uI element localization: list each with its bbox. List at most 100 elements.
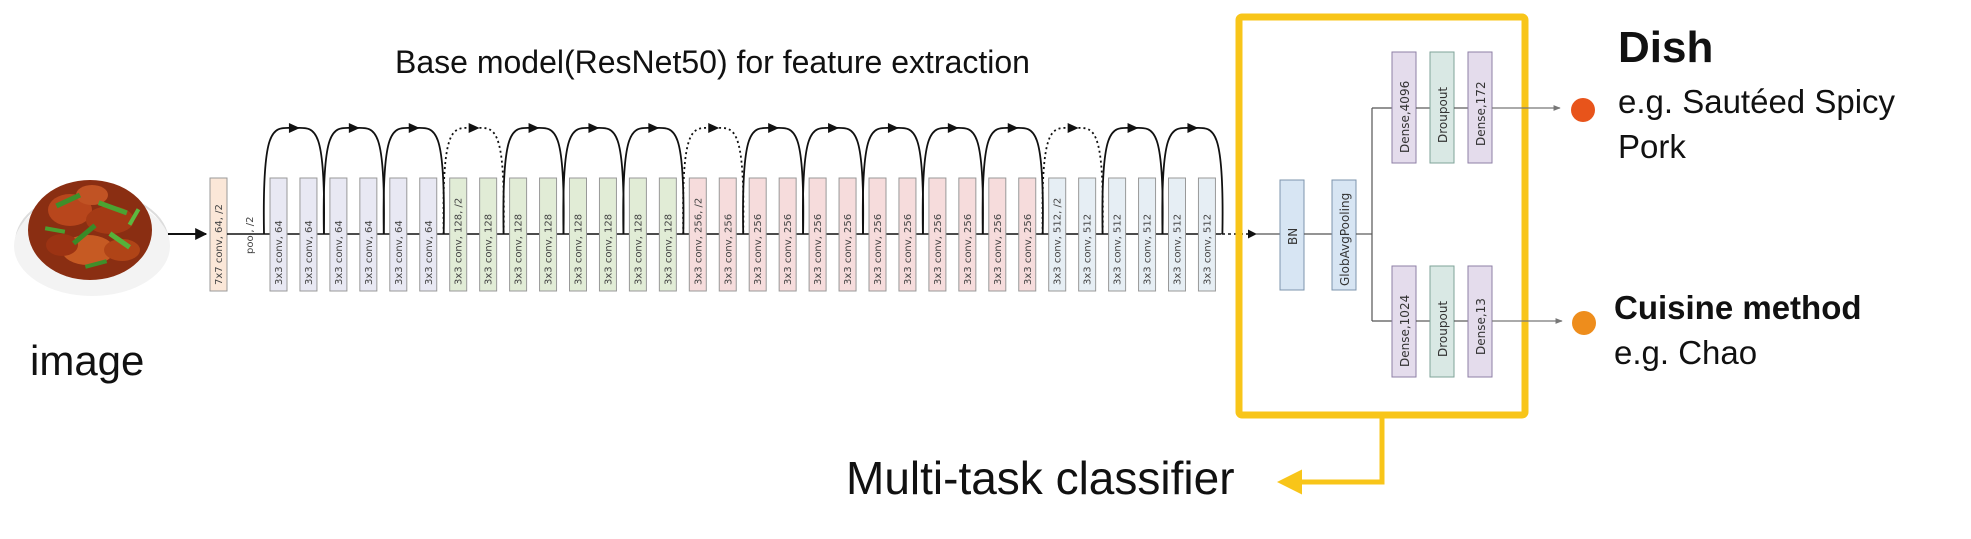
cuisine-dense-label-1: Dense,1024 <box>1398 295 1412 367</box>
dish-output-dot <box>1571 98 1595 122</box>
pool-label: pool, /2 <box>245 217 256 254</box>
backbone-layer: 3x3 conv, 64 <box>389 177 408 292</box>
backbone-layer-label: 3x3 conv, 128 <box>514 214 525 285</box>
backbone-layer-box <box>1078 177 1097 292</box>
classifier-pointer-arrow <box>1277 415 1385 495</box>
backbone-layer-box <box>419 177 438 292</box>
skip-arrowhead <box>1187 123 1199 133</box>
backbone-layer-label: 3x3 conv, 256 <box>873 214 884 285</box>
backbone-layer-label: 3x3 conv, 128 <box>574 214 585 285</box>
backbone-layer-label: 3x3 conv, 256 <box>753 214 764 285</box>
backbone-layer-box <box>778 177 797 292</box>
image-label: image <box>30 337 144 384</box>
backbone-layer: 3x3 conv, 256 <box>898 177 917 292</box>
backbone-layer-label: 3x3 conv, 256 <box>813 214 824 285</box>
backbone-layer-label: 3x3 conv, 64 <box>424 220 435 285</box>
backbone-layer: 3x3 conv, 512 <box>1108 177 1127 292</box>
backbone-layer-box <box>479 177 498 292</box>
skip-arrowhead <box>887 123 899 133</box>
backbone-layer-box <box>269 177 288 292</box>
backbone-layer-box <box>748 177 767 292</box>
backbone-layer-label: 3x3 conv, 128 <box>603 214 614 285</box>
backbone-layer-label: 3x3 conv, 256 <box>963 214 974 285</box>
backbone-layer: 3x3 conv, 256 <box>808 177 827 292</box>
dish-dense-layer-1 <box>1391 51 1417 164</box>
skip-arrowhead <box>828 123 840 133</box>
skip-arrowhead <box>288 123 300 133</box>
backbone-layer-label: 3x3 conv, 64 <box>304 220 315 285</box>
backbone-layer-label: 3x3 conv, 256 <box>993 214 1004 285</box>
backbone-layer-label: 3x3 conv, 128 <box>633 214 644 285</box>
dish-dense-label-1: Dense,4096 <box>1398 81 1412 153</box>
backbone-layer: 3x3 conv, 128 <box>598 177 617 292</box>
dish-example-line2: Pork <box>1618 128 1686 165</box>
backbone-layer: 3x3 conv, 128 <box>658 177 677 292</box>
skip-arrowhead <box>1007 123 1019 133</box>
backbone-layer-box <box>988 177 1007 292</box>
backbone-layer: 3x3 conv, 256 <box>718 177 737 292</box>
backbone-layer-label: 3x3 conv, 512 <box>1113 214 1124 285</box>
dish-dropout-label: Droupout <box>1436 87 1450 143</box>
skip-arrowhead <box>348 123 360 133</box>
backbone-layer: 3x3 conv, 128, /2 <box>449 177 468 292</box>
cuisine-title: Cuisine method <box>1614 289 1862 326</box>
classifier-caption: Multi-task classifier <box>846 452 1235 504</box>
skip-arrowhead <box>408 123 420 133</box>
backbone-layer: 3x3 conv, 256 <box>748 177 767 292</box>
backbone-layer: 3x3 conv, 512 <box>1078 177 1097 292</box>
backbone-layer-box <box>658 177 677 292</box>
backbone-layer-box <box>299 177 318 292</box>
backbone-layer-label: 3x3 conv, 256 <box>903 214 914 285</box>
backbone-layer-label: 3x3 conv, 512 <box>1173 214 1184 285</box>
skip-arrowhead <box>1067 123 1079 133</box>
backbone-layer: 3x3 conv, 64 <box>269 177 288 292</box>
cuisine-dense-label-2: Dense,13 <box>1474 298 1488 355</box>
backbone-layer-label: 3x3 conv, 512 <box>1202 214 1213 285</box>
backbone-layer-box <box>868 177 887 292</box>
skip-arrowhead <box>768 123 780 133</box>
stem-layer: 7x7 conv, 64, /2 <box>209 177 228 292</box>
backbone-layer-box <box>898 177 917 292</box>
dish-example-line1: e.g. Sautéed Spicy <box>1618 83 1896 120</box>
backbone-layer-label: 3x3 conv, 256, /2 <box>693 198 704 285</box>
backbone-layer-label: 3x3 conv, 256 <box>783 214 794 285</box>
skip-arrowhead <box>588 123 600 133</box>
backbone-layer-label: 3x3 conv, 256 <box>843 214 854 285</box>
backbone-layer-label: 3x3 conv, 128, /2 <box>454 198 465 285</box>
backbone-layer: 3x3 conv, 64 <box>329 177 348 292</box>
backbone-layer-label: 3x3 conv, 64 <box>364 220 375 285</box>
backbone-layer: 3x3 conv, 128 <box>628 177 647 292</box>
backbone-layer: 3x3 conv, 256 <box>838 177 857 292</box>
dish-title: Dish <box>1618 23 1713 72</box>
cuisine-dense-layer-1 <box>1391 265 1417 378</box>
backbone-layer-label: 3x3 conv, 128 <box>663 214 674 285</box>
globavgpooling-layer: GlobAvgPooling <box>1331 179 1357 291</box>
backbone-layer-box <box>1048 177 1067 292</box>
backbone-layer-box <box>449 177 468 292</box>
skip-connections <box>262 123 1224 235</box>
backbone-layer: 3x3 conv, 512 <box>1138 177 1157 292</box>
food-image <box>14 180 170 296</box>
backbone-layers: 3x3 conv, 64 3x3 conv, 64 3x3 conv, 64 3x3 … <box>268 177 1222 292</box>
backbone-layer-box <box>928 177 947 292</box>
backbone-layer-box <box>838 177 857 292</box>
dish-dense-label-2: Dense,172 <box>1474 81 1488 146</box>
backbone-layer-box <box>808 177 827 292</box>
skip-arrowhead <box>468 123 480 133</box>
backbone-layer-box <box>688 177 707 292</box>
backbone-layer: 3x3 conv, 128 <box>509 177 528 292</box>
backbone-layer-label: 3x3 conv, 64 <box>394 220 405 285</box>
backbone-layer: 3x3 conv, 256 <box>988 177 1007 292</box>
skip-arrowhead <box>528 123 540 133</box>
backbone-layer-label: 3x3 conv, 256 <box>723 214 734 285</box>
backbone-layer: 3x3 conv, 256 <box>928 177 947 292</box>
backbone-layer-box <box>1018 177 1037 292</box>
backbone-layer-label: 3x3 conv, 64 <box>334 220 345 285</box>
backbone-layer-box <box>569 177 587 292</box>
backbone-layer-box <box>718 177 737 292</box>
cuisine-dropout-layer <box>1429 265 1455 378</box>
skip-arrowhead <box>648 123 660 133</box>
backbone-layer-box <box>329 177 348 292</box>
skip-arrowhead <box>708 123 720 133</box>
backbone-layer-label: 3x3 conv, 64 <box>274 220 285 285</box>
